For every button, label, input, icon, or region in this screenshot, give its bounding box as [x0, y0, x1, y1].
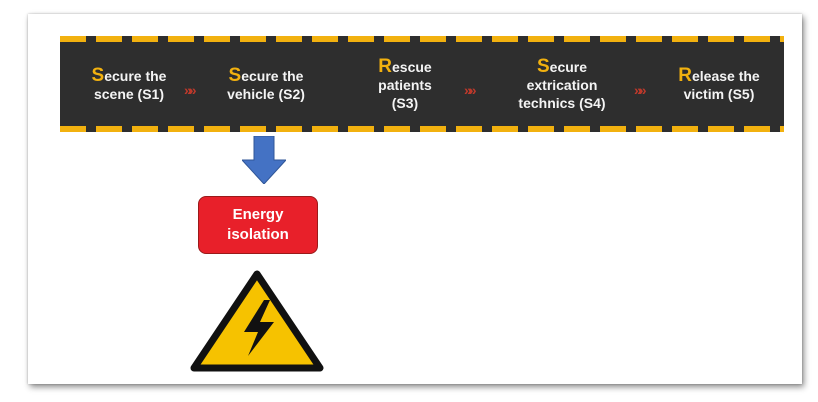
step-s4-initial: S: [536, 56, 550, 77]
step-s5-initial: R: [678, 65, 692, 86]
chevron-arrow-3: »»: [464, 82, 476, 98]
energy-isolation-box: Energy isolation: [198, 196, 318, 254]
step-s4-line1: ecure: [549, 59, 588, 75]
step-s1-line2: scene (S1): [93, 86, 165, 102]
step-s5: Release the victim (S5): [660, 50, 778, 120]
high-voltage-warning-icon: [190, 270, 324, 372]
process-band: Secure the scene (S1) »» Secure the vehi…: [60, 36, 784, 132]
step-s3: Rescue patients (S3): [360, 50, 450, 120]
step-s2: Secure the vehicle (S2): [210, 50, 322, 120]
step-s2-initial: S: [228, 65, 242, 86]
arrow-down-icon: [242, 136, 286, 184]
step-s2-line2: vehicle (S2): [227, 86, 305, 102]
step-s3-initial: R: [378, 56, 393, 77]
chevron-arrow-1: »»: [184, 82, 196, 98]
step-s5-line1: elease the: [692, 68, 760, 84]
step-s2-line1: ecure the: [241, 68, 304, 84]
chevron-arrow-4: »»: [634, 82, 646, 98]
hazard-stripe-bottom: [60, 126, 784, 132]
step-s1-line1: ecure the: [104, 68, 167, 84]
energy-isolation-line2: isolation: [227, 226, 289, 243]
hazard-stripe-top: [60, 36, 784, 42]
step-s3-line1: escue: [392, 59, 432, 75]
energy-isolation-line1: Energy: [232, 206, 284, 223]
step-s3-line2: patients: [378, 77, 432, 93]
diagram-frame: Secure the scene (S1) »» Secure the vehi…: [28, 14, 802, 384]
step-s4-line2: extrication: [526, 77, 598, 93]
step-s5-line2: victim (S5): [683, 86, 755, 102]
step-s3-line3: (S3): [391, 95, 419, 111]
step-s1: Secure the scene (S1): [74, 50, 184, 120]
step-s4-line3: technics (S4): [518, 95, 606, 111]
step-s4: Secure extrication technics (S4): [506, 50, 618, 120]
step-s1-initial: S: [91, 65, 105, 86]
